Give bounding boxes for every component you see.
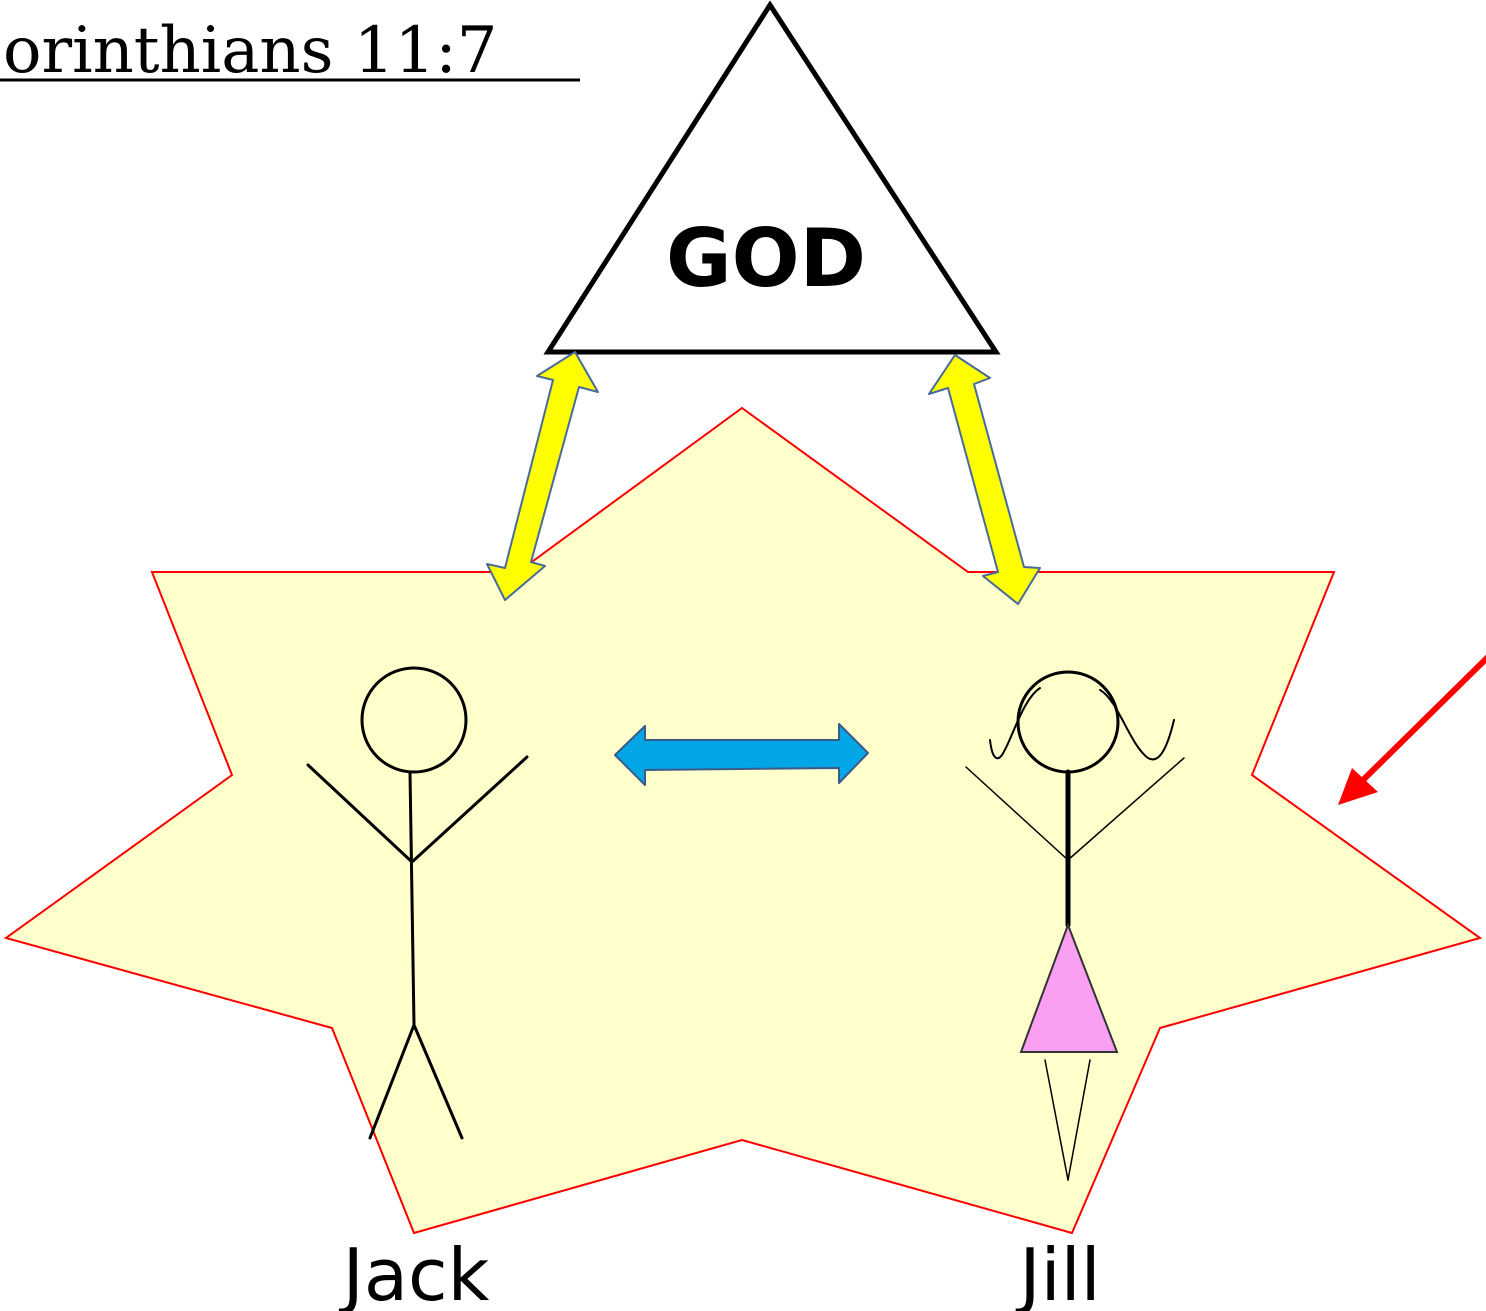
pointer-arrow-shaft xyxy=(1360,655,1486,783)
jill-name: Jill xyxy=(1015,1233,1100,1311)
pointer-arrow xyxy=(1338,655,1486,805)
god-label: GOD xyxy=(666,212,866,305)
title: Corinthians 11:7 xyxy=(0,14,497,88)
star-burst xyxy=(6,408,1480,1233)
jack-name: Jack xyxy=(339,1233,490,1311)
